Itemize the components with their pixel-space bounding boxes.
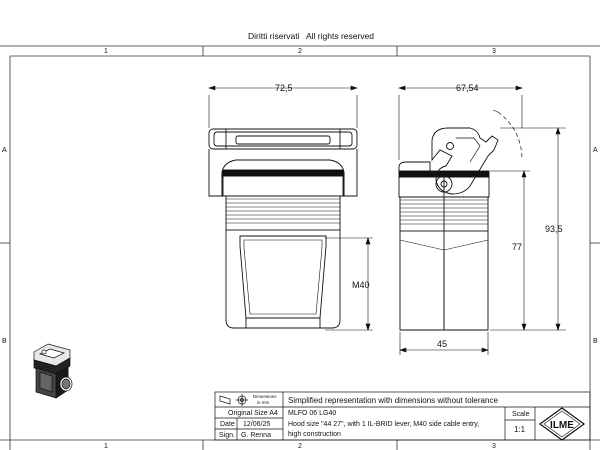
description-line-2: high construction	[288, 431, 341, 438]
original-size-label: Original Size A4	[228, 410, 278, 417]
date-value: 12/06/25	[243, 421, 270, 428]
body-height-value: 77	[512, 242, 522, 252]
total-height-value: 93,5	[545, 224, 563, 234]
side-width-dimension	[398, 85, 523, 160]
side-width-value: 67,54	[456, 83, 479, 93]
side-view	[398, 109, 523, 331]
cable-entry-dimension	[325, 237, 373, 331]
logo-text: ILME	[550, 420, 574, 431]
zone-column-2-top: 2	[298, 48, 302, 55]
base-width-value: 45	[437, 339, 447, 349]
scale-value: 1:1	[514, 425, 526, 434]
date-label: Date	[220, 421, 235, 428]
total-height-dimension	[490, 127, 566, 331]
title-block	[214, 391, 591, 441]
part-number: MLFO 06 LG40	[288, 410, 336, 417]
dimensions-unit-label-2: in mm	[257, 400, 270, 405]
zone-row-b-left: B	[2, 338, 7, 345]
cable-entry-value: M40	[352, 280, 370, 290]
rights-reserved-italian: Diritti riservati	[248, 31, 300, 41]
zone-row-a-right: A	[593, 147, 598, 154]
rights-reserved-english: All rights reserved	[306, 31, 374, 41]
front-width-dimension	[208, 85, 358, 128]
zone-column-1-top: 1	[104, 48, 108, 55]
base-width-dimension	[399, 332, 489, 355]
description-line-1: Hood size "44 27", with 1 IL-BRID lever,…	[288, 421, 479, 428]
body-height-dimension	[490, 170, 530, 331]
zone-column-3-top: 3	[492, 48, 496, 55]
sign-label: Sign.	[219, 432, 235, 439]
zone-column-2-bottom: 2	[298, 443, 302, 450]
tolerance-note: Simplified representation with dimension…	[288, 396, 498, 405]
ilme-logo: ILME	[538, 407, 586, 441]
front-view	[208, 128, 358, 329]
dimensions-unit-label-1: Dimensions	[253, 394, 277, 399]
front-width-value: 72,5	[275, 83, 293, 93]
zone-row-b-right: B	[593, 338, 598, 345]
projection-symbol-icon	[219, 394, 248, 406]
zone-column-3-bottom: 3	[492, 443, 496, 450]
scale-label: Scale	[512, 411, 530, 418]
zone-column-1-bottom: 1	[104, 443, 108, 450]
isometric-preview	[33, 343, 73, 399]
drawing-frame	[0, 45, 600, 450]
sign-value: G. Renna	[241, 432, 271, 439]
zone-row-a-left: A	[2, 147, 7, 154]
